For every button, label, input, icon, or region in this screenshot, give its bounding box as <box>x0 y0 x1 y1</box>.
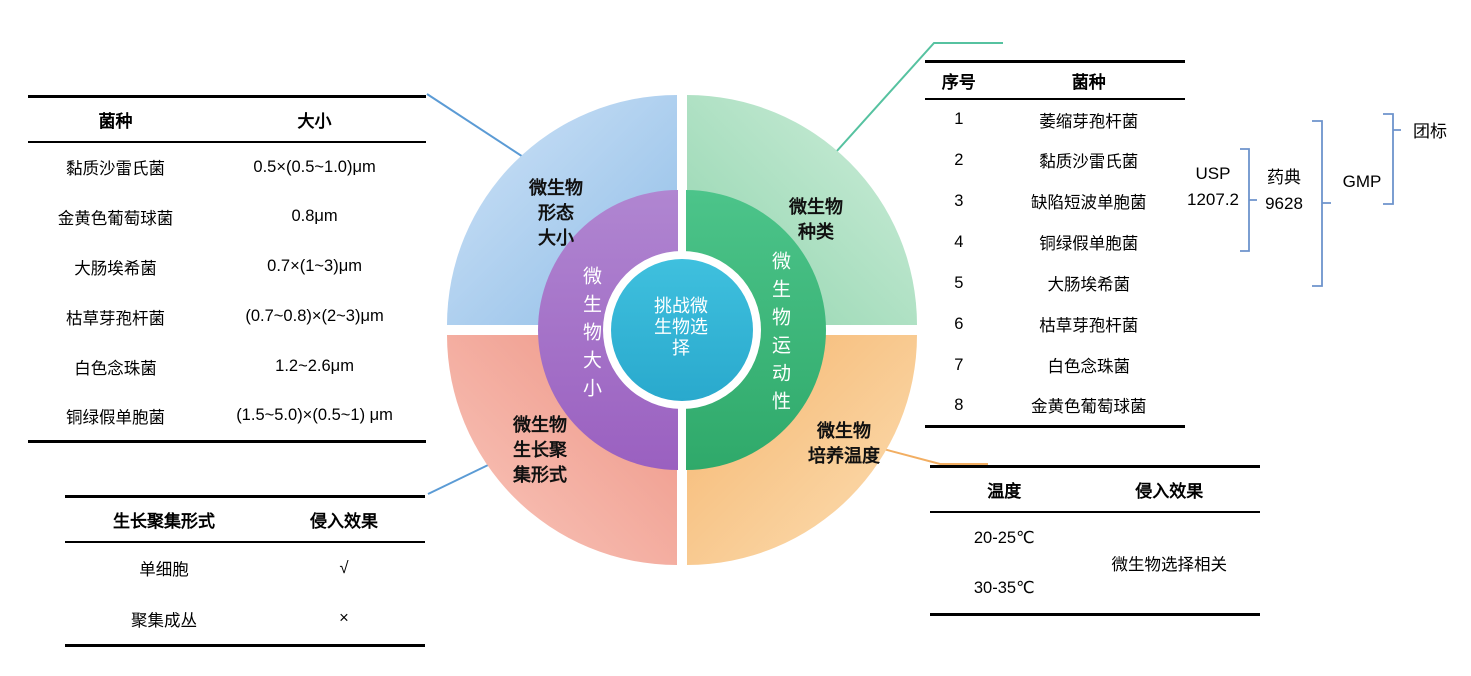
table-cell: 7 <box>954 355 964 374</box>
table-cell: 大肠埃希菌 <box>74 259 157 278</box>
standard-label-group-standard: 团标 <box>1413 122 1447 141</box>
table-row: 金黄色葡萄球菌 0.8μm <box>28 192 426 242</box>
table-cell: 黏质沙雷氏菌 <box>1039 153 1139 171</box>
temperature-column: 20-25℃ 30-35℃ <box>930 513 1079 613</box>
table-cell: 0.7×(1~3)μm <box>267 257 362 275</box>
center-label: 挑战微 生物选 择 <box>654 296 708 358</box>
table-cell: 单细胞 <box>139 561 189 579</box>
table-cell: 0.5×(0.5~1.0)μm <box>253 157 376 176</box>
bracket-gmp <box>1312 120 1331 287</box>
standard-label-usp: USP 1207.2 <box>1187 164 1239 209</box>
table-row: 8 金黄色葡萄球菌 <box>925 386 1185 427</box>
species-list-table: 序号 菌种 1 萎缩芽孢杆菌 2 黏质沙雷氏菌 3 缺陷短波单胞菌 4 铜绿假单… <box>925 60 1185 428</box>
table-header-row: 温度 侵入效果 <box>930 468 1260 513</box>
table-row: 3 缺陷短波单胞菌 <box>925 181 1185 222</box>
table-cell: 3 <box>954 191 964 210</box>
column-header-temperature: 温度 <box>987 482 1022 501</box>
table-cell: √ <box>339 558 349 577</box>
column-header-species: 菌种 <box>28 96 204 143</box>
table-cell: × <box>339 609 349 628</box>
table-cell: 6 <box>954 314 964 333</box>
table-row: 单细胞 √ <box>65 542 425 594</box>
table-cell: 黏质沙雷氏菌 <box>66 160 166 178</box>
table-row: 2 黏质沙雷氏菌 <box>925 140 1185 181</box>
table-cell: 30-35℃ <box>973 579 1035 597</box>
table-body: 20-25℃ 30-35℃ 微生物选择相关 <box>930 513 1260 613</box>
column-header-effect: 侵入效果 <box>263 496 425 543</box>
column-header-species: 菌种 <box>992 61 1185 100</box>
table-cell: (1.5~5.0)×(0.5~1) μm <box>236 406 393 425</box>
table-cell: 5 <box>954 273 964 292</box>
table-cell: 1 <box>954 110 964 128</box>
table-cell: 2 <box>954 150 964 169</box>
table-row: 6 枯草芽孢杆菌 <box>925 304 1185 345</box>
table-header-row: 菌种 大小 <box>28 96 426 143</box>
inner-ring-label-motility: 微生物运动性 <box>769 251 790 419</box>
standard-label-pharmacopeia: 药典 9628 <box>1265 168 1303 213</box>
morphology-size-table: 菌种 大小 黏质沙雷氏菌 0.5×(0.5~1.0)μm 金黄色葡萄球菌 0.8… <box>28 95 426 443</box>
table-row: 1 萎缩芽孢杆菌 <box>925 99 1185 140</box>
column-header-effect: 侵入效果 <box>1135 482 1204 501</box>
table-cell: 缺陷短波单胞菌 <box>1031 194 1147 212</box>
quadrant-label-growth: 微生物 生长聚 集形式 <box>513 415 567 485</box>
table-cell: 0.8μm <box>291 207 338 225</box>
column-header-number: 序号 <box>925 61 993 100</box>
table-row: 白色念珠菌 1.2~2.6μm <box>28 342 426 392</box>
table-row: 铜绿假单胞菌 (1.5~5.0)×(0.5~1) μm <box>28 392 426 442</box>
table-cell: 1.2~2.6μm <box>275 357 354 375</box>
inner-ring-label-size: 微生物大小 <box>580 266 601 406</box>
growth-aggregation-table: 生长聚集形式 侵入效果 单细胞 √ 聚集成丛 × <box>65 495 425 647</box>
column-header-size: 大小 <box>203 96 426 143</box>
column-header-growth-form: 生长聚集形式 <box>65 496 263 543</box>
quadrant-label-species: 微生物 种类 <box>789 197 843 242</box>
connector-morphology-line <box>426 93 541 169</box>
table-row: 大肠埃希菌 0.7×(1~3)μm <box>28 242 426 292</box>
table-row: 聚集成丛 × <box>65 594 425 646</box>
table-row: 枯草芽孢杆菌 (0.7~0.8)×(2~3)μm <box>28 292 426 342</box>
table-row: 4 铜绿假单胞菌 <box>925 222 1185 263</box>
table-cell: 枯草芽孢杆菌 <box>66 309 166 328</box>
temperature-table: 温度 侵入效果 20-25℃ 30-35℃ 微生物选择相关 <box>930 465 1260 616</box>
table-cell: 金黄色葡萄球菌 <box>1031 398 1147 417</box>
table-cell: 枯草芽孢杆菌 <box>1039 317 1139 335</box>
table-header-row: 生长聚集形式 侵入效果 <box>65 496 425 543</box>
table-cell: 8 <box>954 395 964 414</box>
table-cell: 20-25℃ <box>973 529 1035 547</box>
table-cell: 铜绿假单胞菌 <box>66 408 166 427</box>
merged-effect-cell: 微生物选择相关 <box>1111 556 1228 574</box>
table-cell: 金黄色葡萄球菌 <box>57 209 174 228</box>
table-cell: 聚集成丛 <box>131 611 197 630</box>
table-cell: 4 <box>954 232 964 251</box>
quadrant-label-morphology: 微生物 形态 大小 <box>529 178 583 248</box>
table-row: 黏质沙雷氏菌 0.5×(0.5~1.0)μm <box>28 142 426 192</box>
table-row: 7 白色念珠菌 <box>925 345 1185 386</box>
table-row: 5 大肠埃希菌 <box>925 263 1185 304</box>
table-cell: 铜绿假单胞菌 <box>1039 235 1139 253</box>
table-cell: 白色念珠菌 <box>1047 358 1131 376</box>
quadrant-label-temperature: 微生物 培养温度 <box>808 421 880 466</box>
table-cell: 白色念珠菌 <box>74 359 157 378</box>
table-header-row: 序号 菌种 <box>925 61 1185 100</box>
table-cell: 大肠埃希菌 <box>1047 276 1131 294</box>
table-cell: 萎缩芽孢杆菌 <box>1039 112 1139 131</box>
table-cell: (0.7~0.8)×(2~3)μm <box>245 307 384 325</box>
standard-label-gmp: GMP <box>1342 172 1382 191</box>
